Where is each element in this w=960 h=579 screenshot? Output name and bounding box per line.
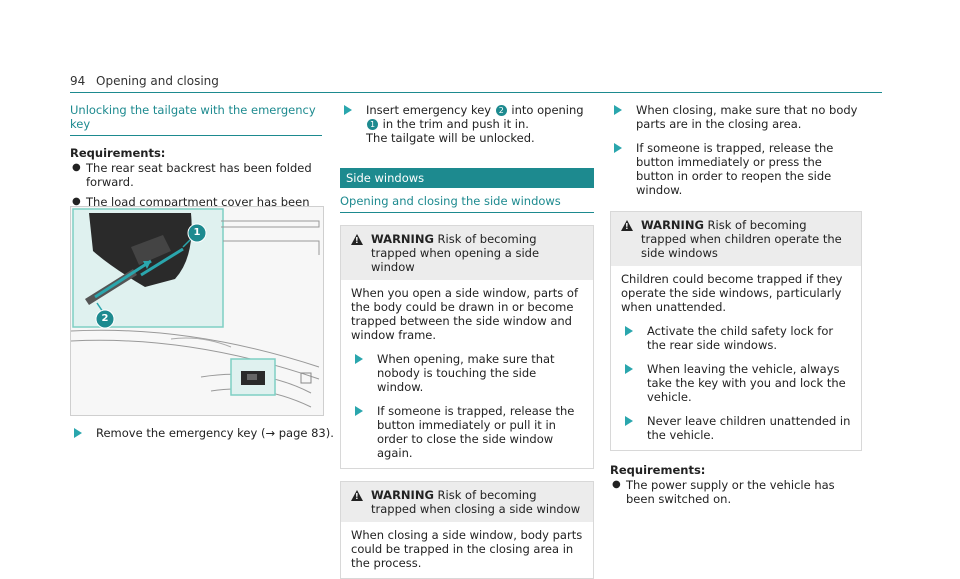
bullet-icon: ●: [72, 196, 81, 207]
warning-body: When you open a side window, parts of th…: [341, 280, 593, 468]
requirements-label: Requirements:: [610, 463, 706, 477]
warning-icon: [621, 220, 633, 231]
warning-step: If someone is trapped, release the butto…: [351, 404, 585, 460]
section-title-tailgate: Unlocking the tailgate with the emergenc…: [70, 103, 322, 136]
column-3: When closing, make sure that no body par…: [610, 103, 862, 506]
warning-step: When leaving the vehicle, always take th…: [621, 362, 853, 404]
warning-body: When closing a side window, body parts c…: [351, 528, 583, 570]
callout-2: 2: [101, 313, 109, 324]
warning-header: WARNING Risk of becoming trapped when cl…: [341, 482, 593, 522]
callout-1: 1: [193, 227, 201, 238]
step-remove-key: Remove the emergency key (→ page 83).: [70, 426, 348, 440]
callout-2-inline: 2: [495, 105, 507, 116]
trim-illustration: [71, 207, 323, 415]
warning-box-closing: WARNING Risk of becoming trapped when cl…: [340, 481, 594, 579]
page-header: 94 Opening and closing: [70, 74, 882, 93]
step-arrow-icon: [625, 364, 633, 374]
warning-header: WARNING Risk of becoming trapped when op…: [341, 226, 593, 280]
page-title: Opening and closing: [96, 74, 219, 88]
step-arrow-icon: [614, 105, 622, 115]
column-2: Insert emergency key 2 into opening 1 in…: [340, 103, 594, 579]
warning-step: When opening, make sure that nobody is t…: [351, 352, 585, 394]
tailgate-emergency-key-illustration: 1 2: [70, 206, 324, 416]
requirements-label: Requirements:: [70, 146, 166, 160]
warning-icon: [351, 234, 363, 245]
step-trapped: If someone is trapped, release the butto…: [610, 141, 862, 197]
step-arrow-icon: [355, 354, 363, 364]
section-title-side-windows: Opening and closing the side windows: [340, 194, 594, 213]
bullet-icon: ●: [612, 479, 621, 490]
step-arrow-icon: [625, 326, 633, 336]
callout-1-inline: 1: [367, 119, 378, 130]
warning-box-children: WARNING Risk of becoming trapped when ch…: [610, 211, 862, 451]
warning-step: Activate the child safety lock for the r…: [621, 324, 853, 352]
step-arrow-icon: [74, 428, 82, 438]
step-arrow-icon: [344, 105, 352, 115]
step-result: The tailgate will be unlocked.: [366, 131, 535, 145]
warning-box-opening: WARNING Risk of becoming trapped when op…: [340, 225, 594, 469]
step-arrow-icon: [355, 406, 363, 416]
step-arrow-icon: [614, 143, 622, 153]
warning-body: Children could become trapped if they op…: [611, 266, 861, 450]
requirement-item: ● The rear seat backrest has been folded…: [72, 161, 312, 189]
warning-header: WARNING Risk of becoming trapped when ch…: [611, 212, 861, 266]
page-number: 94: [70, 74, 86, 88]
step-insert-key: Insert emergency key 2 into opening 1 in…: [340, 103, 594, 145]
step-closing: When closing, make sure that no body par…: [610, 103, 862, 131]
requirement-item: ● The power supply or the vehicle has be…: [612, 478, 835, 506]
section-banner: Side windows: [340, 168, 594, 188]
column-1: Unlocking the tailgate with the emergenc…: [70, 103, 322, 223]
warning-step: Never leave children unattended in the v…: [621, 414, 853, 442]
step-arrow-icon: [625, 416, 633, 426]
warning-icon: [351, 490, 363, 501]
bullet-icon: ●: [72, 162, 81, 173]
